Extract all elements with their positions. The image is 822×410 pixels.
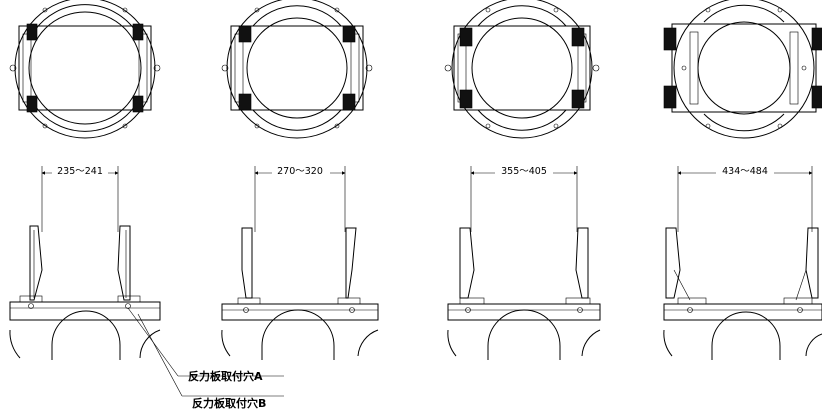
side-view-3 xyxy=(447,227,601,360)
side-view-4 xyxy=(663,227,822,360)
dimension-label: 235～241 xyxy=(57,166,103,177)
dimension-3: 355～405 xyxy=(470,164,578,232)
dimension-label: 355～405 xyxy=(501,166,547,177)
top-view-3 xyxy=(444,0,600,139)
dimension-4: 434～484 xyxy=(677,164,813,232)
dimension-1: 235～241 xyxy=(41,164,119,232)
side-view-1 xyxy=(9,225,161,360)
callout-label-a: 反力板取付穴A xyxy=(188,369,263,383)
callout-label-b: 反力板取付穴B xyxy=(192,396,266,410)
side-view-2 xyxy=(221,227,379,360)
dimension-label: 270～320 xyxy=(277,166,323,177)
callout-hole-a: 反力板取付穴A xyxy=(127,307,284,383)
callout-hole-b: 反力板取付穴B xyxy=(137,313,284,410)
top-view-4 xyxy=(663,0,822,139)
dimension-label: 434～484 xyxy=(722,166,768,177)
top-view-2 xyxy=(221,0,373,139)
top-view-1 xyxy=(9,0,161,139)
dimension-2: 270～320 xyxy=(254,164,346,232)
